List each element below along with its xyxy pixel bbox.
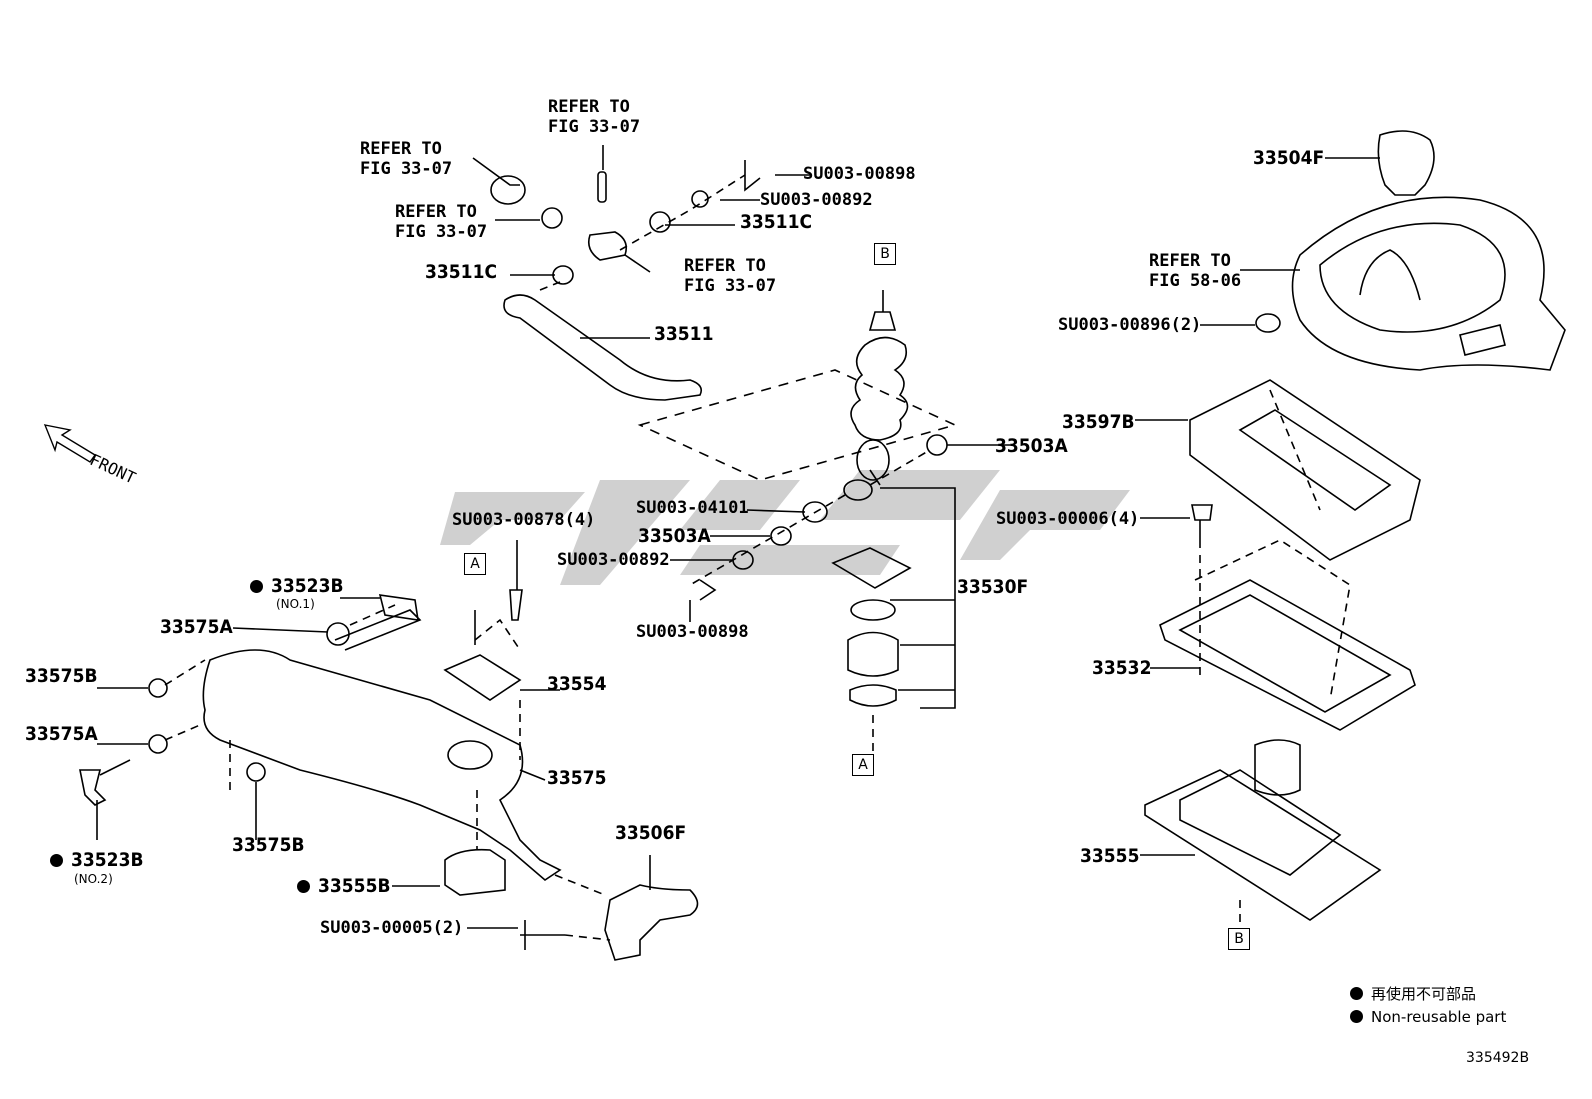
non-reusable-dot <box>50 854 63 867</box>
ref-box-a-left: A <box>464 553 486 575</box>
part-33511c-left: 33511C <box>425 261 498 283</box>
part-su003-00898-mid: SU003-00898 <box>636 622 749 642</box>
refer-to-fig-33-07-d: REFER TO FIG 33-07 <box>684 256 777 296</box>
non-reusable-dot <box>1350 1010 1363 1023</box>
part-33530f: 33530F <box>957 576 1029 598</box>
part-33523b-no2: 33523B <box>50 850 144 870</box>
figure-code: 335492B <box>1466 1050 1530 1066</box>
legend-line-english: Non-reusable part <box>1350 1008 1506 1026</box>
part-33575b-bottom: 33575B <box>232 834 305 856</box>
part-33523b-no2-qualifier: (NO.2) <box>74 872 113 886</box>
part-33555b: 33555B <box>297 876 391 896</box>
ref-box-b-bottom: B <box>1228 928 1250 950</box>
part-33575b-left: 33575B <box>25 665 98 687</box>
part-33555: 33555 <box>1080 845 1140 867</box>
part-33503a-mid: 33503A <box>638 525 711 547</box>
ref-box-b-top: B <box>874 243 896 265</box>
part-su003-00005: SU003-00005(2) <box>320 918 464 938</box>
part-33523b-no1: 33523B <box>250 576 344 596</box>
part-su003-00896: SU003-00896(2) <box>1058 315 1202 335</box>
part-su003-00892-top: SU003-00892 <box>760 190 873 210</box>
part-su003-00898-top: SU003-00898 <box>803 164 916 184</box>
front-arrow-icon <box>43 424 97 463</box>
legend-line-japanese: 再使用不可部品 <box>1350 983 1476 1004</box>
part-33523b-no1-qualifier: (NO.1) <box>276 597 315 611</box>
part-33554: 33554 <box>547 673 607 695</box>
part-su003-00878: SU003-00878(4) <box>452 510 596 530</box>
part-33506f: 33506F <box>615 822 687 844</box>
part-33511: 33511 <box>654 323 714 345</box>
refer-to-fig-33-07-b: REFER TO FIG 33-07 <box>548 97 641 137</box>
refer-to-fig-58-06: REFER TO FIG 58-06 <box>1149 251 1242 291</box>
part-33503a-right: 33503A <box>995 435 1068 457</box>
refer-to-fig-33-07-c: REFER TO FIG 33-07 <box>395 202 488 242</box>
part-33575a-top: 33575A <box>160 616 233 638</box>
part-su003-04101: SU003-04101 <box>636 498 749 518</box>
ref-box-a-bottom: A <box>852 754 874 776</box>
part-33504f: 33504F <box>1253 147 1325 169</box>
part-33575: 33575 <box>547 767 607 789</box>
part-33532: 33532 <box>1092 657 1152 679</box>
watermark-logo <box>440 470 1130 585</box>
non-reusable-dot <box>1350 987 1363 1000</box>
non-reusable-dot <box>250 580 263 593</box>
part-su003-00006: SU003-00006(4) <box>996 509 1140 529</box>
part-33597b: 33597B <box>1062 411 1135 433</box>
refer-to-fig-33-07-a: REFER TO FIG 33-07 <box>360 139 453 179</box>
part-33511c-top: 33511C <box>740 211 813 233</box>
non-reusable-dot <box>297 880 310 893</box>
part-33575a-left: 33575A <box>25 723 98 745</box>
part-su003-00892-mid: SU003-00892 <box>557 550 670 570</box>
